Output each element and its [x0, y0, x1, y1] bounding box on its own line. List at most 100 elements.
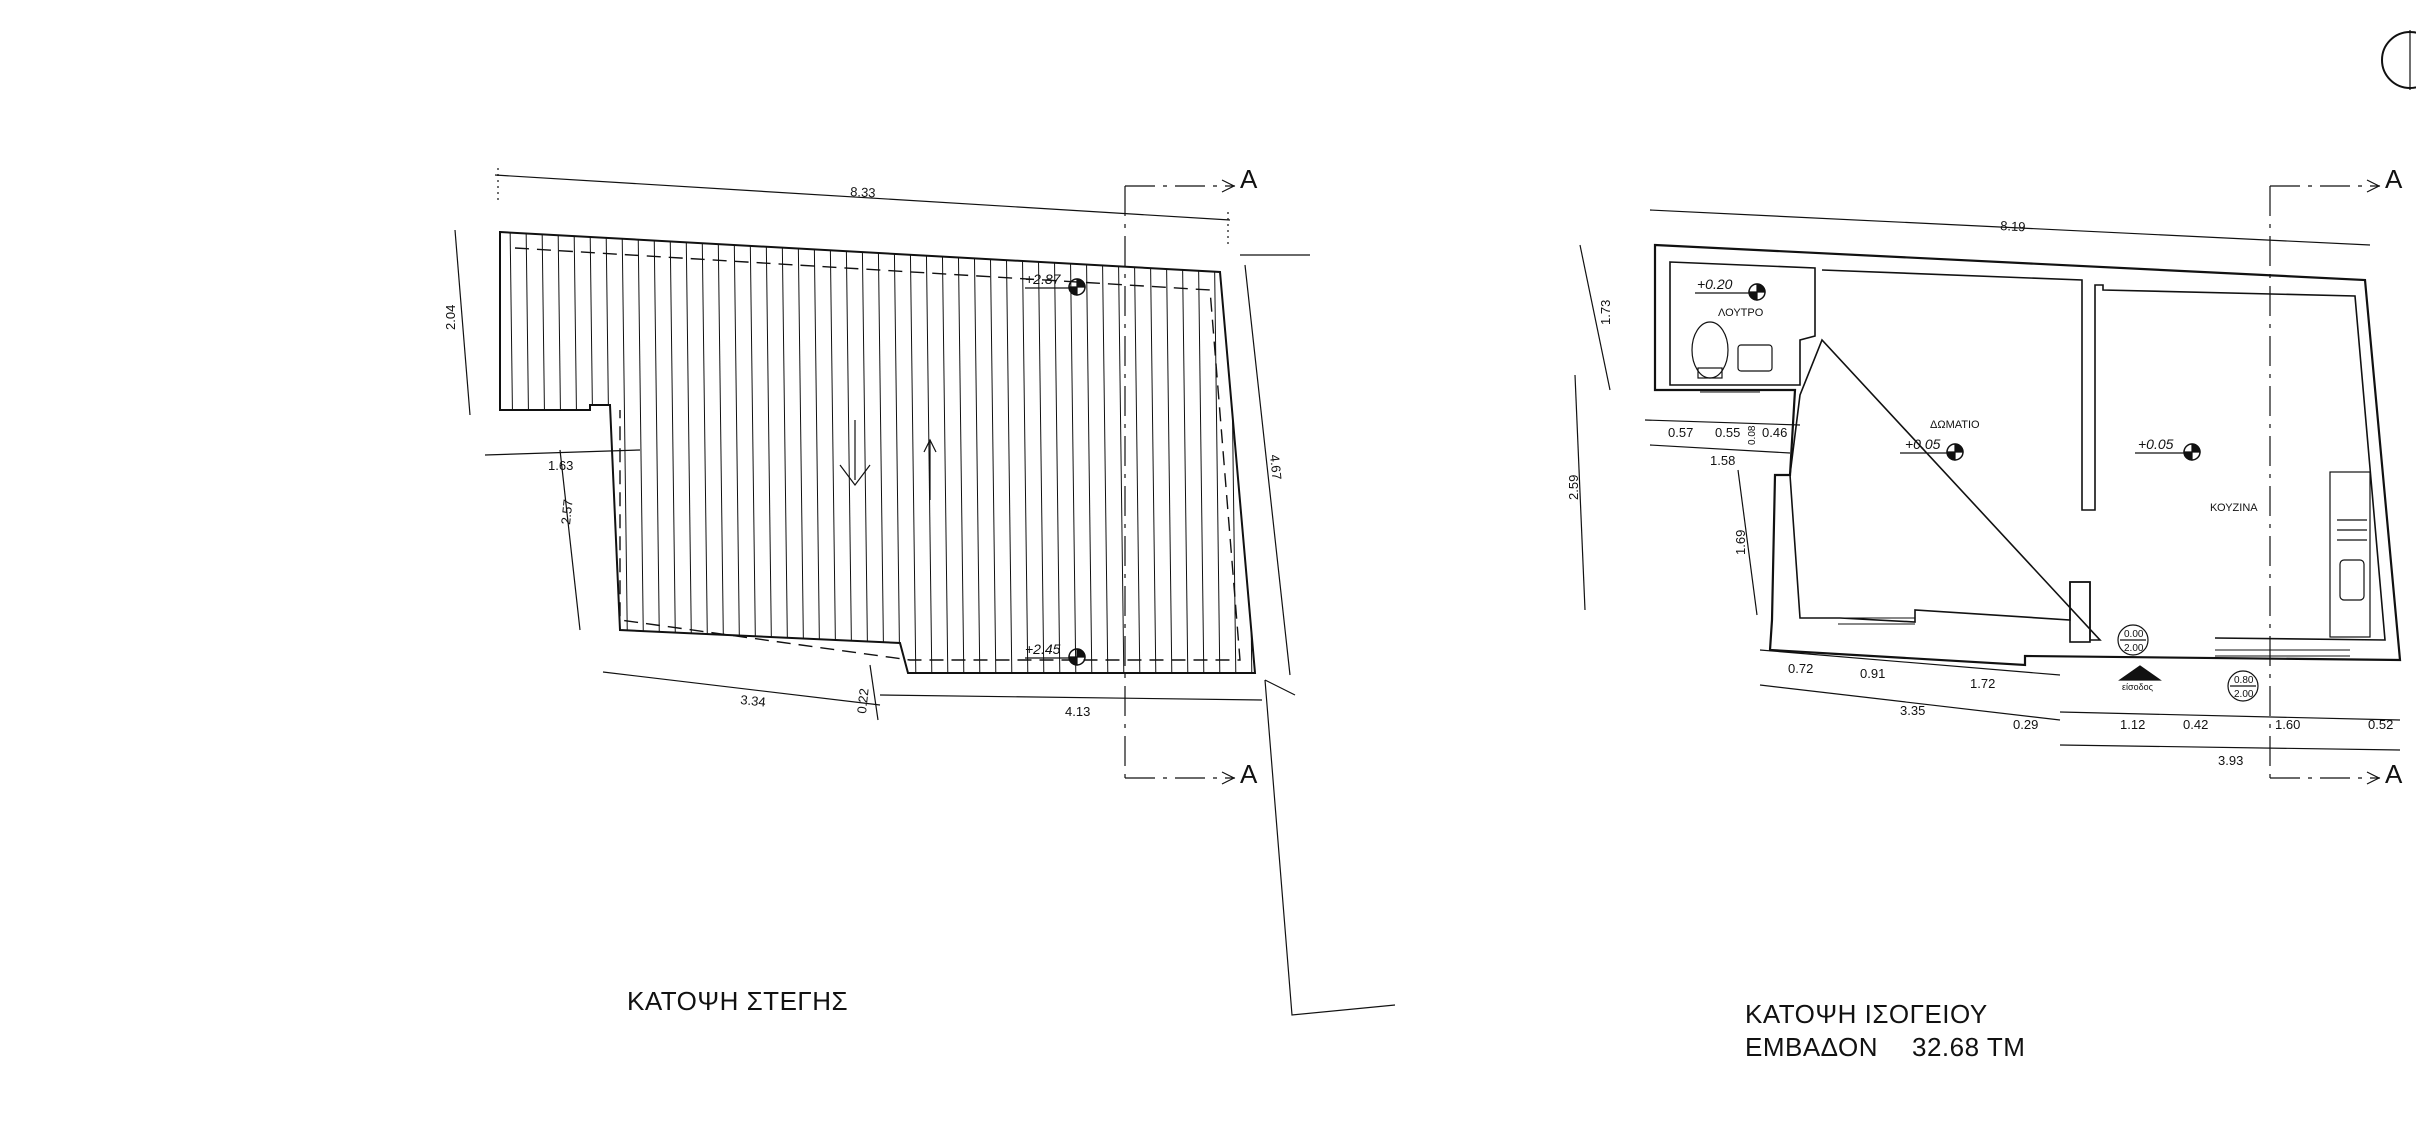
door-tag-entrance — [2117, 624, 2149, 656]
roof-hatch-stripe — [669, 232, 677, 673]
roof-dim-right: 4.67 — [1267, 454, 1285, 481]
roof-plan — [454, 168, 1396, 1016]
roof-hatch-stripe — [701, 232, 709, 673]
wash-basin — [1737, 344, 1773, 372]
roof-hatch-stripe — [605, 232, 613, 673]
section-mark-roof-bottom: A — [1240, 759, 1258, 789]
roof-hatch-stripe — [797, 232, 805, 673]
ground-plan — [1574, 30, 2416, 785]
roof-hatch-stripe — [637, 232, 645, 673]
level-marker-bath — [1695, 283, 1766, 301]
roof-hatch-stripe — [861, 232, 869, 673]
roof-hatch-stripe — [1133, 232, 1141, 673]
roof-hatch-stripe — [1069, 232, 1077, 673]
ground-dim-c4: 0.52 — [2368, 717, 2393, 732]
roof-section-line — [1124, 179, 1236, 785]
entrance-label: είσοδος — [2122, 682, 2154, 692]
ground-dim-left-lower: 1.69 — [1733, 530, 1748, 555]
roof-hatch-stripe — [1165, 232, 1173, 673]
roof-hatch-stripe — [925, 232, 933, 673]
windows — [1700, 384, 2350, 657]
site-boundary — [1264, 679, 1396, 1016]
ground-dim-c2: 0.42 — [2183, 717, 2208, 732]
ground-plan-title: ΚΑΤΟΨΗ ΙΣΟΓΕΙΟΥ — [1745, 999, 1988, 1029]
ground-dim-c1: 1.12 — [2120, 717, 2145, 732]
level-bath: +0.20 — [1697, 276, 1733, 292]
ground-dim-b1: 0.72 — [1788, 661, 1813, 676]
section-mark-ground-top: A — [2385, 164, 2403, 194]
roof-hatch-stripe — [1197, 232, 1205, 673]
ground-section-line — [2269, 179, 2381, 785]
roof-dim-left-upper: 2.04 — [443, 305, 458, 330]
door-tag-kitchen — [2227, 670, 2259, 702]
door-tag-kitchen-bottom: 2.00 — [2234, 689, 2254, 700]
ground-dim-c3: 1.60 — [2275, 717, 2300, 732]
roof-hatch-stripe — [829, 232, 837, 673]
roof-plan-title: ΚΑΤΟΨΗ ΣΤΕΓΗΣ — [627, 986, 848, 1016]
roof-gutter-dashed — [514, 247, 1241, 661]
roof-dim-top: 8.33 — [850, 184, 876, 200]
roof-hatch-stripe — [989, 232, 997, 673]
ground-dim-bath-w2: 0.55 — [1715, 425, 1740, 440]
roof-hatch-stripe — [1021, 232, 1029, 673]
ground-dim-b4: 0.29 — [2013, 717, 2038, 732]
ground-inner-walls — [1669, 261, 2386, 641]
room-label-kitchen: ΚΟΥΖΙΝΑ — [2210, 502, 2258, 514]
room-label-room: ΔΩΜΑΤΙΟ — [1930, 419, 1980, 431]
roof-hatch-stripe — [509, 232, 517, 673]
ground-area-value: 32.68 ΤΜ — [1912, 1032, 2025, 1062]
roof-dim-step: 0.22 — [854, 688, 872, 715]
roof-hatch-stripe — [525, 232, 533, 673]
roof-hatch-stripe — [1101, 232, 1109, 673]
ground-dim-bath-w3: 0.46 — [1762, 425, 1787, 440]
roof-hatch-stripe — [893, 232, 901, 673]
ground-dim-b2: 0.91 — [1860, 666, 1885, 681]
door-tag-kitchen-top: 0.80 — [2234, 675, 2254, 686]
roof-hatching — [509, 232, 1253, 673]
partition-wall — [2069, 581, 2091, 643]
roof-hatch-stripe — [781, 232, 789, 673]
roof-hatch-stripe — [653, 232, 661, 673]
room-label-bath: ΛΟΥΤΡΟ — [1718, 307, 1764, 319]
roof-level-marker-lower — [1025, 648, 1086, 666]
ground-area-label: ΕΜΒΑΔΟΝ — [1745, 1032, 1878, 1062]
roof-hatch-stripe — [1053, 232, 1061, 673]
roof-hatch-stripe — [941, 232, 949, 673]
roof-hatch-stripe — [733, 232, 741, 673]
roof-hatch-stripe — [1213, 232, 1221, 673]
roof-hatch-stripe — [1117, 232, 1125, 673]
roof-hatch-stripe — [877, 232, 885, 673]
roof-dim-bottom-right: 4.13 — [1065, 704, 1090, 719]
level-marker-kitchen — [2135, 443, 2201, 461]
ground-dim-left-total: 2.59 — [1566, 475, 1581, 500]
roof-hatch-stripe — [717, 232, 725, 673]
ground-dim-top: 8.19 — [2000, 218, 2026, 234]
ground-dim-left-upper: 1.73 — [1598, 300, 1613, 325]
ground-dim-bath-w4: 0.08 — [1747, 425, 1758, 445]
kitchen-sink — [2339, 559, 2365, 601]
roof-level-upper: +2.87 — [1025, 271, 1062, 287]
section-mark-ground-bottom: A — [2385, 759, 2403, 789]
kitchen-counter — [2329, 471, 2371, 638]
section-mark-roof-top: A — [1240, 164, 1258, 194]
ground-dim-bath-w1: 0.57 — [1668, 425, 1693, 440]
roof-hatch-stripe — [845, 232, 853, 673]
ground-outer-walls — [1653, 243, 2402, 667]
door-tag-entrance-top: 0.00 — [2124, 629, 2144, 640]
level-kitchen: +0.05 — [2138, 436, 2174, 452]
north-arrow-icon — [2381, 30, 2416, 90]
roof-hatch-stripe — [909, 232, 917, 673]
roof-slope-arrowhead — [839, 464, 871, 486]
roof-dim-left-lower: 2.57 — [558, 499, 576, 526]
roof-dim-bottom-left: 3.34 — [740, 692, 767, 710]
ground-dim-b-total: 3.35 — [1900, 703, 1925, 718]
roof-hatch-stripe — [1181, 232, 1189, 673]
roof-hatch-stripe — [1005, 232, 1013, 673]
roof-hatch-stripe — [813, 232, 821, 673]
roof-hatch-stripe — [685, 232, 693, 673]
ground-dim-bath-total: 1.58 — [1710, 453, 1735, 468]
roof-hatch-stripe — [749, 232, 757, 673]
level-marker-room — [1900, 443, 1964, 461]
roof-hatch-stripe — [957, 232, 965, 673]
